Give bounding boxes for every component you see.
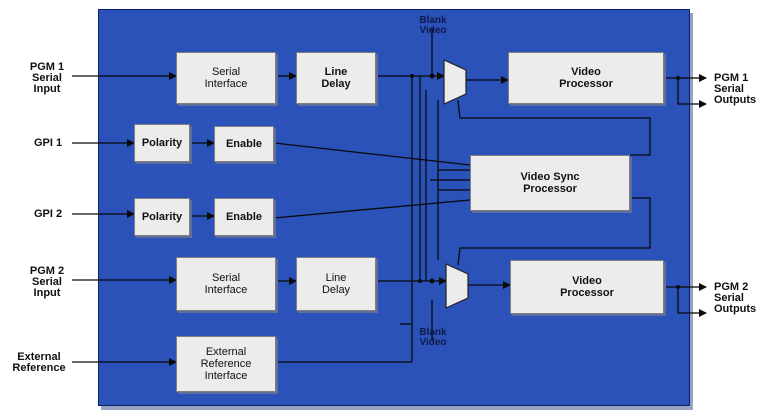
video-processor-2: Video Processor — [510, 260, 664, 314]
input-label-pgm2: PGM 2 Serial Input — [29, 265, 65, 299]
polarity-1: Polarity — [134, 124, 190, 162]
output-label-pgm2: PGM 2 Serial Outputs — [714, 281, 757, 315]
serial-interface-2: Serial Interface — [176, 257, 276, 311]
input-label-gpi1: GPI 1 — [33, 137, 63, 149]
input-label-gpi2: GPI 2 — [33, 208, 63, 220]
video-processor-1: Video Processor — [508, 52, 664, 104]
polarity-2: Polarity — [134, 198, 190, 236]
blank-video-label-top: Blank Video — [419, 15, 447, 36]
video-sync-processor: Video Sync Processor — [470, 155, 630, 211]
line-delay-2: Line Delay — [296, 257, 376, 311]
external-reference-interface: External Reference Interface — [176, 336, 276, 392]
input-label-external-reference: External Reference — [12, 351, 66, 374]
blank-video-label-bottom: Blank Video — [419, 327, 447, 348]
serial-interface-1: Serial Interface — [176, 52, 276, 104]
input-label-pgm1: PGM 1 Serial Input — [29, 61, 65, 95]
enable-2: Enable — [214, 198, 274, 236]
enable-1: Enable — [214, 126, 274, 162]
line-delay-1: Line Delay — [296, 52, 376, 104]
output-label-pgm1: PGM 1 Serial Outputs — [714, 72, 757, 106]
